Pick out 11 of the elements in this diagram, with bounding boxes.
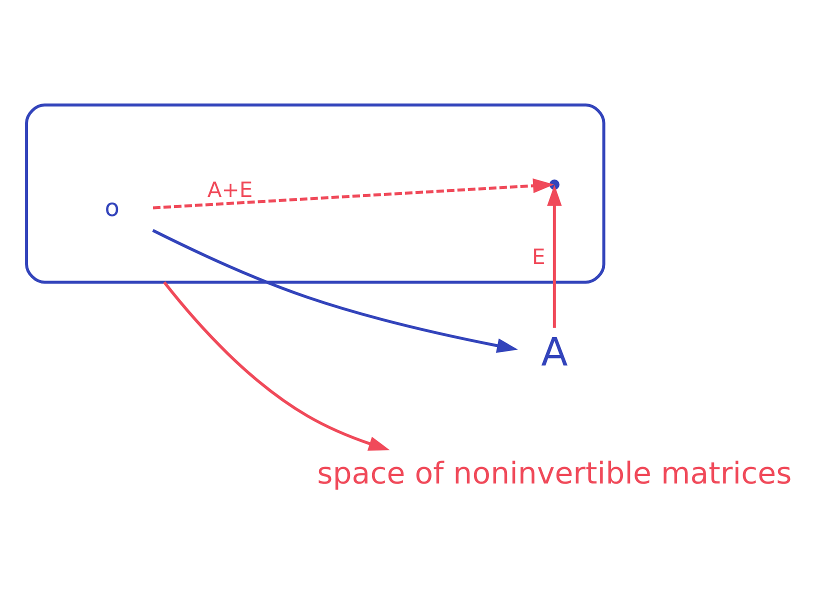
edge-label: E [532, 244, 546, 269]
node-text: space of noninvertible matrices [317, 456, 792, 491]
node-point [549, 179, 560, 190]
edge-label: A+E [207, 176, 253, 202]
arrow [152, 228, 518, 352]
node-text: A [541, 330, 568, 375]
node-text: o [104, 193, 120, 222]
arrow [152, 178, 554, 209]
arrow [163, 280, 390, 450]
cluster [25, 103, 606, 284]
arrow [547, 184, 562, 328]
